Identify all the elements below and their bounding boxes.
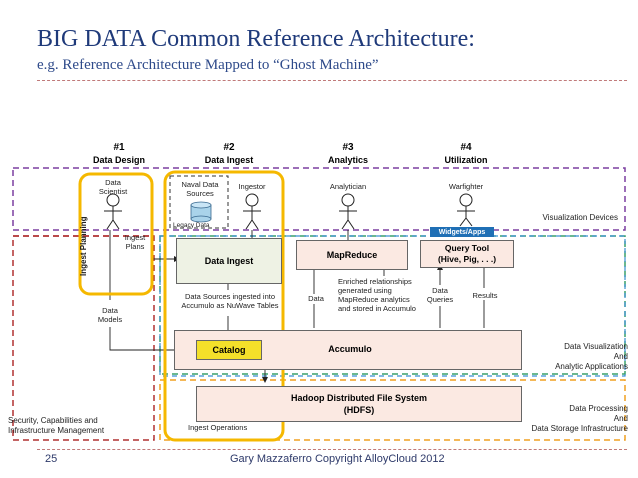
analytic-applications-layer [159, 235, 626, 377]
page-subtitle: e.g. Reference Architecture Mapped to “G… [37, 57, 379, 73]
ingestor-label: Ingestor [238, 182, 266, 191]
analytician-label: Analytician [329, 182, 367, 191]
warfighter-label: Warfighter [448, 182, 484, 191]
phase-3-name: Analytics [327, 155, 369, 165]
data-processing-layer [159, 379, 626, 441]
data-models-label: Data Models [97, 306, 123, 324]
data-scientist-label: Data Scientist [98, 178, 128, 196]
ingest-operations-label: Ingest Operations [188, 423, 248, 432]
legacy-data-label: Legacy Data [173, 222, 210, 229]
ingest-planning-label: Ingest Planning [79, 216, 88, 276]
mapreduce-box: MapReduce [296, 240, 408, 270]
warfighter-figure [457, 193, 475, 227]
phase-3-number: #3 [342, 142, 354, 153]
data-processing-label: Data Processing And Data Storage Infrast… [531, 404, 629, 433]
catalog-box: Catalog [196, 340, 262, 360]
enriched-relationships-label: Enriched relationships generated using M… [338, 277, 416, 313]
data-ingest-highlight [163, 170, 285, 442]
data-ingest-box: Data Ingest [176, 238, 282, 284]
phase-1-number: #1 [113, 142, 125, 153]
copyright-text: Gary Mazzaferro Copyright AlloyCloud 201… [230, 453, 445, 465]
phase-4-name: Utilization [444, 155, 488, 165]
phase-2-name: Data Ingest [204, 155, 254, 165]
data-queries-label: Data Queries [426, 286, 454, 304]
visualization-devices-layer [12, 167, 626, 231]
data-design-highlight [78, 172, 154, 296]
data-visualization-label: Data Visualization And Analytic Applicat… [555, 342, 628, 371]
page-number: 25 [45, 453, 58, 465]
hdfs-box: Hadoop Distributed File System (HDFS) [196, 386, 522, 422]
data-sources-ingested-label: Data Sources ingested into Accumulo as N… [181, 292, 279, 310]
phase-2-number: #2 [223, 142, 235, 153]
naval-sources-box [169, 175, 229, 229]
phase-4-number: #4 [460, 142, 472, 153]
title-divider [37, 80, 627, 81]
footer-divider [37, 449, 627, 450]
security-layer-label: Security, Capabilities and Infrastructur… [8, 416, 105, 435]
accumulo-label: Accumulo [328, 344, 372, 354]
page-title: BIG DATA Common Reference Architecture: [37, 26, 475, 52]
analytician-figure [339, 193, 357, 230]
visualization-devices-label: Visualization Devices [542, 213, 618, 222]
ingestor-figure [243, 193, 261, 230]
ingest-plans-label: Ingest Plans [124, 233, 146, 251]
phase-1-name: Data Design [92, 155, 145, 165]
database-icon [190, 201, 212, 223]
data-label: Data [308, 294, 324, 303]
data-scientist-figure [104, 193, 122, 230]
arrow-to-hdfs [262, 377, 268, 383]
naval-data-sources-label: Naval Data Sources [181, 180, 219, 198]
results-label: Results [472, 291, 498, 300]
widgets-apps-badge: Widgets/Apps [430, 227, 494, 237]
query-tool-box: Query Tool (Hive, Pig, . . .) [420, 240, 514, 268]
